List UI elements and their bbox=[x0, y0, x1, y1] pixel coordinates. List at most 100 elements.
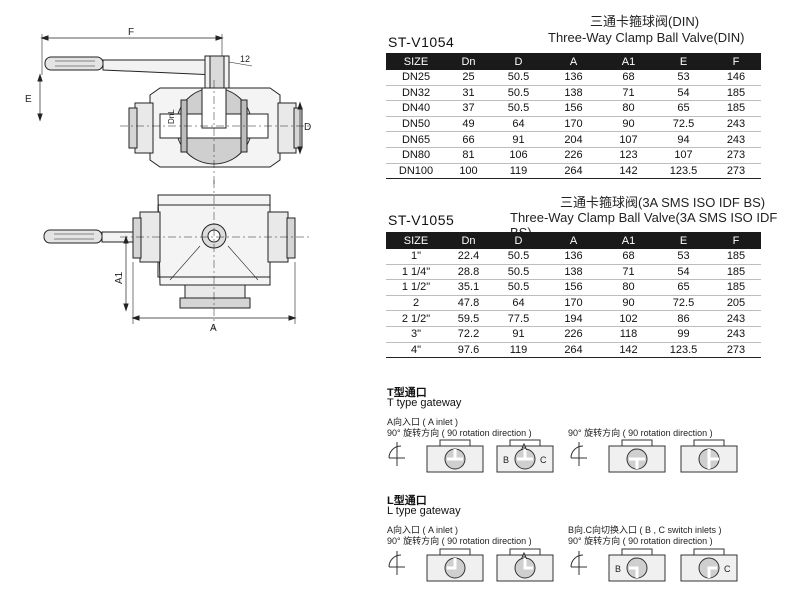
l-gateway-inlet-note-right: B向.C向切换入口 ( B , C switch inlets ) bbox=[568, 525, 722, 535]
size-cell: DN50 bbox=[386, 116, 446, 133]
value-cell: 64 bbox=[491, 116, 546, 133]
value-cell: 91 bbox=[491, 131, 546, 148]
value-cell: 170 bbox=[546, 116, 601, 133]
value-cell: 156 bbox=[546, 100, 601, 117]
rotation-arrow-icon bbox=[570, 551, 587, 575]
value-cell: 170 bbox=[546, 295, 601, 312]
value-cell: 54 bbox=[656, 85, 711, 102]
value-cell: 136 bbox=[546, 70, 601, 86]
value-cell: 68 bbox=[601, 249, 656, 265]
value-cell: 142 bbox=[601, 163, 656, 180]
value-cell: 273 bbox=[711, 147, 761, 164]
size-cell: 1" bbox=[386, 249, 446, 265]
t-gateway-title-en: T type gateway bbox=[387, 397, 462, 409]
t-gateway-rotation-right: 90° 旋转方向 ( 90 rotation direction ) bbox=[568, 428, 713, 438]
l-valve-sketch-1 bbox=[426, 548, 484, 582]
value-cell: 25 bbox=[446, 70, 491, 86]
din-title-en: Three-Way Clamp Ball Valve(DIN) bbox=[548, 30, 745, 45]
l-gateway-rotation-left: 90° 旋转方向 ( 90 rotation direction ) bbox=[387, 536, 532, 546]
value-cell: 66 bbox=[446, 131, 491, 148]
value-cell: 273 bbox=[711, 163, 761, 180]
size-cell: DN100 bbox=[386, 163, 446, 180]
l-gateway-rotation-right: 90° 旋转方向 ( 90 rotation direction ) bbox=[568, 536, 713, 546]
column-header: E bbox=[656, 232, 711, 249]
value-cell: 106 bbox=[491, 147, 546, 164]
port-label-b: B bbox=[503, 455, 509, 465]
size-cell: DN25 bbox=[386, 70, 446, 86]
value-cell: 100 bbox=[446, 163, 491, 180]
value-cell: 53 bbox=[656, 70, 711, 86]
value-cell: 80 bbox=[601, 279, 656, 296]
l-valve-sketch-3: B bbox=[608, 548, 666, 582]
value-cell: 194 bbox=[546, 310, 601, 327]
value-cell: 243 bbox=[711, 326, 761, 343]
value-cell: 90 bbox=[601, 295, 656, 312]
value-cell: 138 bbox=[546, 264, 601, 281]
value-cell: 90 bbox=[601, 116, 656, 133]
value-cell: 185 bbox=[711, 85, 761, 102]
value-cell: 50.5 bbox=[491, 279, 546, 296]
value-cell: 80 bbox=[601, 100, 656, 117]
t-valve-sketch-2: A B C bbox=[496, 439, 554, 473]
value-cell: 185 bbox=[711, 100, 761, 117]
valve-technical-drawing: F 12 E DnL bbox=[25, 27, 311, 334]
value-cell: 185 bbox=[711, 249, 761, 265]
value-cell: 50.5 bbox=[491, 100, 546, 117]
size-cell: 3" bbox=[386, 326, 446, 343]
value-cell: 226 bbox=[546, 326, 601, 343]
l-gateway-diagrams: A B C bbox=[388, 548, 738, 582]
dim-label-a: A bbox=[210, 323, 217, 334]
value-cell: 50.5 bbox=[491, 85, 546, 102]
t-gateway-diagrams: A B C bbox=[388, 439, 738, 473]
l-gateway-title-en: L type gateway bbox=[387, 505, 461, 517]
column-header: A bbox=[546, 232, 601, 249]
value-cell: 72.5 bbox=[656, 295, 711, 312]
value-cell: 185 bbox=[711, 264, 761, 281]
din-model-number: ST-V1054 bbox=[388, 34, 455, 50]
value-cell: 91 bbox=[491, 326, 546, 343]
rotation-arrow-icon bbox=[388, 442, 405, 466]
value-cell: 71 bbox=[601, 85, 656, 102]
value-cell: 81 bbox=[446, 147, 491, 164]
value-cell: 35.1 bbox=[446, 279, 491, 296]
value-cell: 50.5 bbox=[491, 264, 546, 281]
l-gateway-inlet-note-left: A向入口 ( A inlet ) bbox=[387, 525, 459, 535]
dim-label-dnl: DnL bbox=[167, 109, 176, 124]
value-cell: 68 bbox=[601, 70, 656, 86]
value-cell: 99 bbox=[656, 326, 711, 343]
size-cell: 2 bbox=[386, 295, 446, 312]
value-cell: 243 bbox=[711, 131, 761, 148]
valve-section-view: F 12 E DnL bbox=[25, 27, 311, 185]
l-valve-sketch-2: A bbox=[496, 548, 554, 582]
size-cell: DN40 bbox=[386, 100, 446, 117]
t-gateway-rotation-left: 90° 旋转方向 ( 90 rotation direction ) bbox=[387, 428, 532, 438]
value-cell: 94 bbox=[656, 131, 711, 148]
value-cell: 243 bbox=[711, 116, 761, 133]
rotation-arrow-icon bbox=[388, 551, 405, 575]
sms-model-number: ST-V1055 bbox=[388, 212, 455, 228]
sms-title-cn: 三通卡箍球阀(3A SMS ISO IDF BS) bbox=[560, 195, 766, 210]
t-valve-sketch-3 bbox=[608, 439, 666, 473]
column-header: E bbox=[656, 53, 711, 70]
size-cell: DN32 bbox=[386, 85, 446, 102]
value-cell: 123.5 bbox=[656, 342, 711, 359]
value-cell: 107 bbox=[656, 147, 711, 164]
value-cell: 49 bbox=[446, 116, 491, 133]
column-header: Dn bbox=[446, 232, 491, 249]
value-cell: 204 bbox=[546, 131, 601, 148]
value-cell: 59.5 bbox=[446, 310, 491, 327]
column-header: D bbox=[491, 53, 546, 70]
value-cell: 264 bbox=[546, 342, 601, 359]
port-label-c: C bbox=[724, 564, 731, 574]
value-cell: 65 bbox=[656, 100, 711, 117]
